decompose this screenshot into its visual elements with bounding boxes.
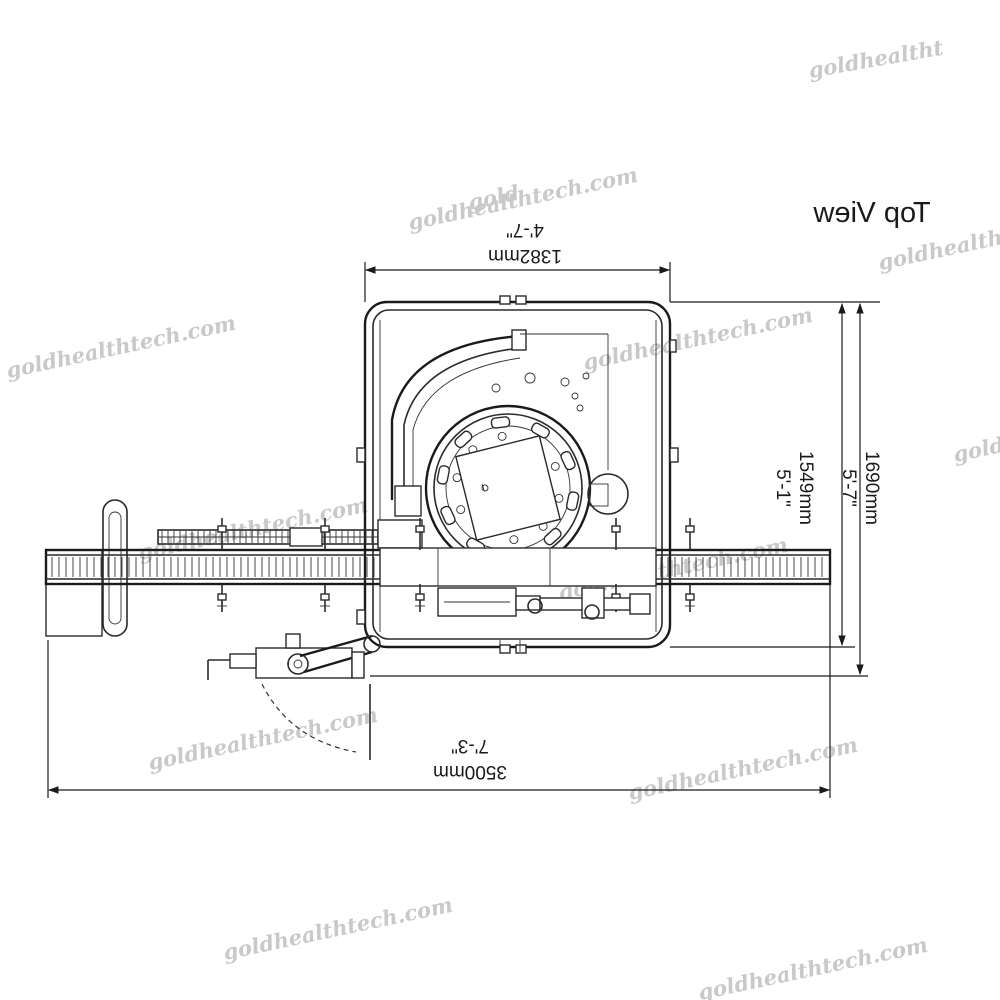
watermark-text: goldhealthtech.com bbox=[626, 732, 860, 805]
dimension-inner-height: 1549mm 5'-1" bbox=[670, 301, 880, 648]
drawing-title: Top View bbox=[812, 197, 930, 229]
total-length-imperial: 7'-3" bbox=[451, 735, 489, 756]
dimension-outer-height: 1690mm 5'-7" bbox=[370, 302, 882, 677]
watermark-text: goldhealthtech.com bbox=[136, 492, 370, 565]
inner-height-metric: 1549mm bbox=[795, 451, 816, 525]
watermark-text: goldhealthtech.com bbox=[951, 394, 1000, 467]
outer-height-imperial: 5'-7" bbox=[838, 469, 859, 507]
watermark-text: goldhealthtech.com bbox=[581, 302, 815, 375]
lever-mechanism bbox=[207, 633, 381, 760]
motor-dial bbox=[491, 372, 629, 515]
total-length-metric: 3500mm bbox=[433, 761, 507, 782]
actuator-assembly bbox=[437, 587, 651, 652]
watermark-text: goldhealthtech.com bbox=[221, 892, 455, 965]
watermark-text: goldhealthtech.com bbox=[146, 702, 380, 775]
machine-frame bbox=[356, 295, 679, 654]
watermark-text: goldhealth bbox=[876, 224, 1000, 275]
conveyor bbox=[44, 547, 832, 587]
watermark-text: goldhealthtech.com bbox=[4, 310, 238, 383]
handwheel-bracket bbox=[45, 499, 128, 637]
infeed-rail bbox=[157, 485, 423, 549]
top-width-metric: 1382mm bbox=[488, 245, 562, 266]
watermark-text: goldhealtht bbox=[807, 35, 946, 83]
outer-height-metric: 1690mm bbox=[861, 451, 882, 525]
rotary-turret bbox=[424, 404, 592, 572]
top-width-imperial: 4'-7" bbox=[506, 219, 544, 240]
feed-chute bbox=[390, 329, 609, 500]
dimension-total-length: 7'-3" 3500mm bbox=[47, 584, 831, 798]
inner-height-imperial: 5'-1" bbox=[772, 469, 793, 507]
watermark-text: goldhealthtech.com bbox=[696, 932, 930, 1000]
dimension-top-width: 4'-7" 1382mm bbox=[364, 219, 671, 302]
guide-brackets bbox=[217, 518, 695, 612]
